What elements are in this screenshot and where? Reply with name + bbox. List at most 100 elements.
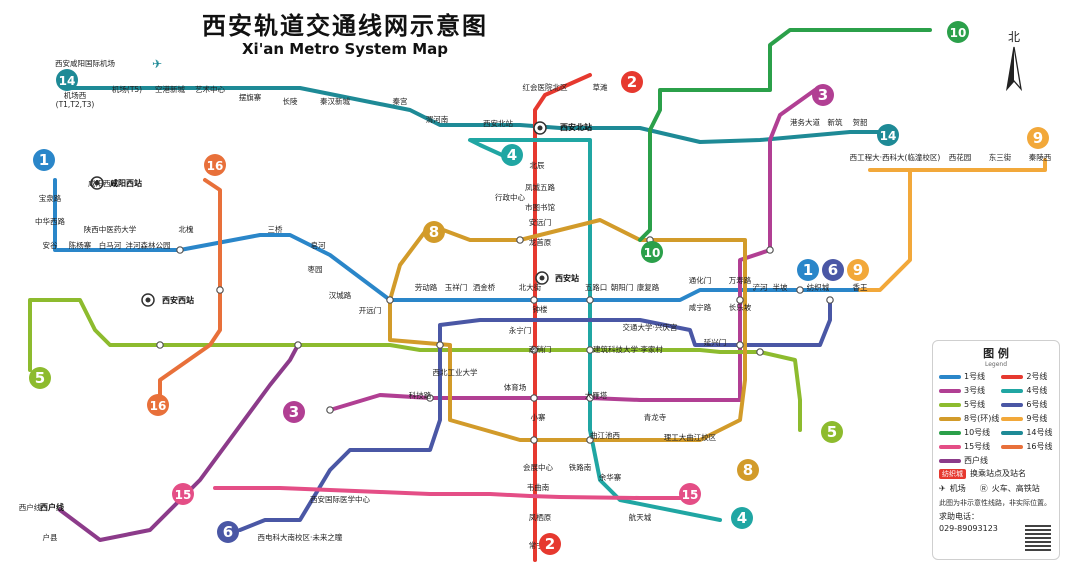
line-2: [533, 73, 592, 562]
station-label: 长陵: [283, 96, 298, 106]
legend-item: 8号(环)线: [939, 413, 999, 424]
line-badge: 14: [56, 69, 78, 91]
station-label: 康复路: [637, 282, 660, 292]
rail-station-label: 西安北站: [560, 122, 592, 132]
interchange-marker: [516, 236, 524, 244]
svg-text:3: 3: [818, 86, 828, 104]
station-label: 凤城五路: [525, 182, 555, 192]
legend-label: 西户线: [964, 456, 988, 465]
station-label: 贺韶: [853, 117, 868, 127]
legend-item: 2号线: [1001, 371, 1053, 382]
station-label: 枣园: [308, 264, 323, 274]
legend-item: 10号线: [939, 427, 999, 438]
station-label: 科技路: [409, 390, 432, 400]
xian-north-rail-icon: [533, 121, 547, 135]
svg-text:16: 16: [207, 159, 224, 173]
rail-station-label: 西户线: [40, 502, 64, 512]
interchange-marker: [156, 341, 164, 349]
interchange-marker: [326, 406, 334, 414]
line-badge: 8: [737, 459, 759, 481]
svg-text:15: 15: [175, 488, 192, 502]
station-label: 秦宫: [393, 96, 408, 106]
station-label: 香王: [853, 282, 868, 292]
line-badge: 3: [283, 401, 305, 423]
hotline-label: 求助电话：: [939, 512, 979, 521]
line-9: [868, 158, 1047, 172]
interchange-marker: [736, 341, 744, 349]
north-arrow-icon: [1005, 46, 1023, 92]
interchange-marker: [530, 346, 538, 354]
station-label: 三桥: [268, 224, 283, 234]
station-label: 西工程大·西科大(临潼校区): [850, 152, 941, 162]
interchange-marker: [294, 341, 302, 349]
line-badge: 14: [877, 124, 899, 146]
station-label: 建筑科技大学·李家村: [593, 344, 663, 354]
line-10: [638, 28, 932, 242]
interchange-marker: [826, 296, 834, 304]
station-label: 咸阳西站: [88, 178, 118, 188]
svg-text:14: 14: [59, 74, 76, 88]
station-label: 秦陵西: [1029, 152, 1052, 162]
station-label: 西电科大南校区·未来之瞳: [258, 532, 343, 542]
line-badge: 2: [539, 533, 561, 555]
station-label: 延兴门: [704, 337, 727, 347]
station-label: 市图书馆: [525, 202, 555, 212]
legend-swatch: [939, 402, 961, 407]
station-label: 劳动路: [415, 282, 438, 292]
station-label: 东三街: [989, 152, 1012, 162]
line-badge: 3: [812, 84, 834, 106]
svg-text:6: 6: [828, 261, 838, 279]
svg-text:16: 16: [150, 399, 167, 413]
station-label: 空港新城: [155, 84, 185, 94]
interchange-marker: [586, 296, 594, 304]
legend-label: 3号线: [964, 386, 986, 395]
station-label: 行政中心: [495, 192, 525, 202]
station-label: 陈杨寨: [69, 240, 92, 250]
svg-text:1: 1: [39, 151, 49, 169]
rail-icon: Ⓡ: [979, 484, 988, 493]
airplane-icon: ✈: [939, 484, 946, 493]
station-label: 渭河南: [426, 114, 449, 124]
legend-transfer-row: 纺织城 换乘站点及站名: [933, 466, 1059, 481]
rail-station-label: 咸阳西站: [110, 178, 142, 188]
station-label: 西户线: [19, 502, 42, 512]
legend-label: 8号(环)线: [964, 414, 1000, 423]
station-label: 交通大学·兴庆宫: [623, 322, 678, 332]
station-label: (T1,T2,T3): [56, 100, 95, 109]
legend-label: 5号线: [964, 400, 986, 409]
station-label: 红会医院北区: [523, 82, 568, 92]
station-labels: 西安咸阳国际机场机场西(T1,T2,T3)机场(T5)空港新城艺术中心摆旗寨长陵…: [19, 58, 1052, 550]
station-label: 艺术中心: [195, 84, 225, 94]
line-badge: 8: [423, 221, 445, 243]
legend-label: 9号线: [1026, 414, 1048, 423]
legend-item: 4号线: [1001, 385, 1053, 396]
line-badge: 1: [33, 149, 55, 171]
xian-station-rail-icon: [535, 271, 549, 285]
svg-text:15: 15: [682, 488, 699, 502]
line-badge: 4: [501, 144, 523, 166]
station-label: 凤栖原: [529, 512, 552, 522]
xianyang-west-rail-icon: [90, 176, 104, 190]
station-label: 玉祥门: [445, 282, 468, 292]
station-label: 摆旗寨: [239, 92, 262, 102]
legend-item: 14号线: [1001, 427, 1053, 438]
line-badge: 5: [29, 367, 51, 389]
line-1: [53, 178, 862, 302]
station-label: 咸宁路: [689, 302, 712, 312]
station-label: 朝阳门: [611, 283, 634, 292]
legend-label: 6号线: [1026, 400, 1048, 409]
station-label: 青龙寺: [644, 412, 667, 422]
station-label: 中华西路: [35, 216, 65, 226]
station-label: 白马河: [99, 240, 122, 250]
legend-swatch: [1001, 444, 1024, 449]
station-label: 安谷: [43, 240, 58, 250]
legend-title: 图 例: [983, 347, 1009, 360]
interchange-marker: [530, 296, 538, 304]
station-label: 北大街: [519, 282, 542, 292]
svg-text:8: 8: [743, 461, 753, 479]
line-badge: 5: [821, 421, 843, 443]
station-label: 半坡: [773, 282, 788, 292]
svg-text:4: 4: [737, 509, 747, 527]
